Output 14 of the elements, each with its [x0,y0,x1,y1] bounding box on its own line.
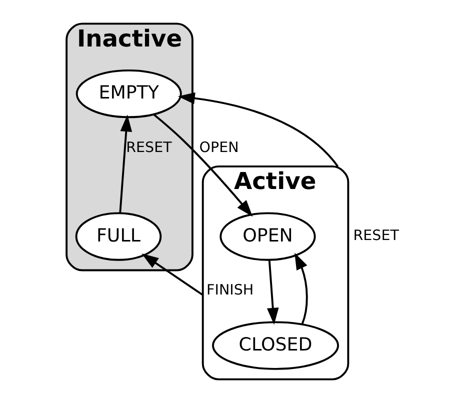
arrow [266,260,278,325]
node-ellipse: FULL [74,212,162,261]
arrow [152,114,252,217]
node-ellipse: OPEN [219,212,316,261]
edge-label: RESET [126,140,172,156]
arrow [118,114,132,213]
edge-label: RESET [352,228,398,244]
edge-label: FINISH [206,282,254,299]
node-ellipse: EMPTY [75,69,182,118]
arrow [177,92,338,168]
edge-label: OPEN [198,140,238,156]
arrow [141,254,203,296]
node-ellipse: CLOSED [212,321,339,370]
arrow [294,252,308,324]
